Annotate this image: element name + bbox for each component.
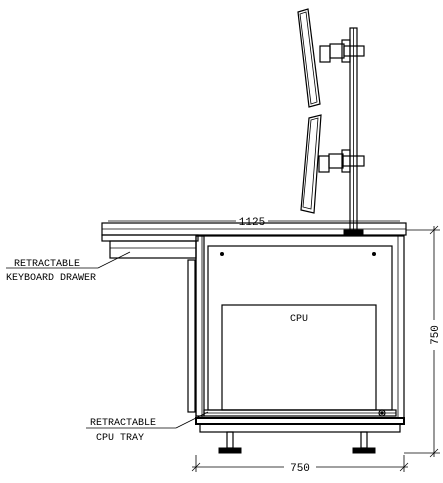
height-dimension: 750 <box>404 225 442 458</box>
keyboard-drawer <box>101 234 199 259</box>
keyboard-drawer-label-line2: KEYBOARD DRAWER <box>6 273 96 284</box>
height-value: 750 <box>430 325 442 345</box>
upper-monitor <box>297 8 365 108</box>
cpu-tray-label-line2: CPU TRAY <box>96 433 144 444</box>
desk-top <box>101 222 407 236</box>
left-leg <box>218 431 242 454</box>
lower-monitor <box>300 114 365 214</box>
right-leg <box>352 431 376 454</box>
monitor-pole <box>343 27 364 236</box>
cpu-label: CPU <box>290 314 308 325</box>
cpu-tray-label-line1: RETRACTABLE <box>90 418 156 429</box>
keyboard-drawer-label-line1: RETRACTABLE <box>14 259 80 270</box>
top-width-dimension: 1125 <box>108 217 400 229</box>
top-width-value: 1125 <box>239 217 265 229</box>
cpu-tray-callout: RETRACTABLE CPU TRAY <box>86 411 209 444</box>
plinth <box>195 417 405 433</box>
keyboard-drawer-callout: RETRACTABLE KEYBOARD DRAWER <box>6 251 131 284</box>
cpu-tray <box>203 409 397 417</box>
bottom-width-value: 750 <box>290 463 310 475</box>
bottom-width-dimension: 750 <box>191 455 409 475</box>
cabinet-body <box>195 235 405 419</box>
cpu-box: CPU <box>221 304 377 411</box>
